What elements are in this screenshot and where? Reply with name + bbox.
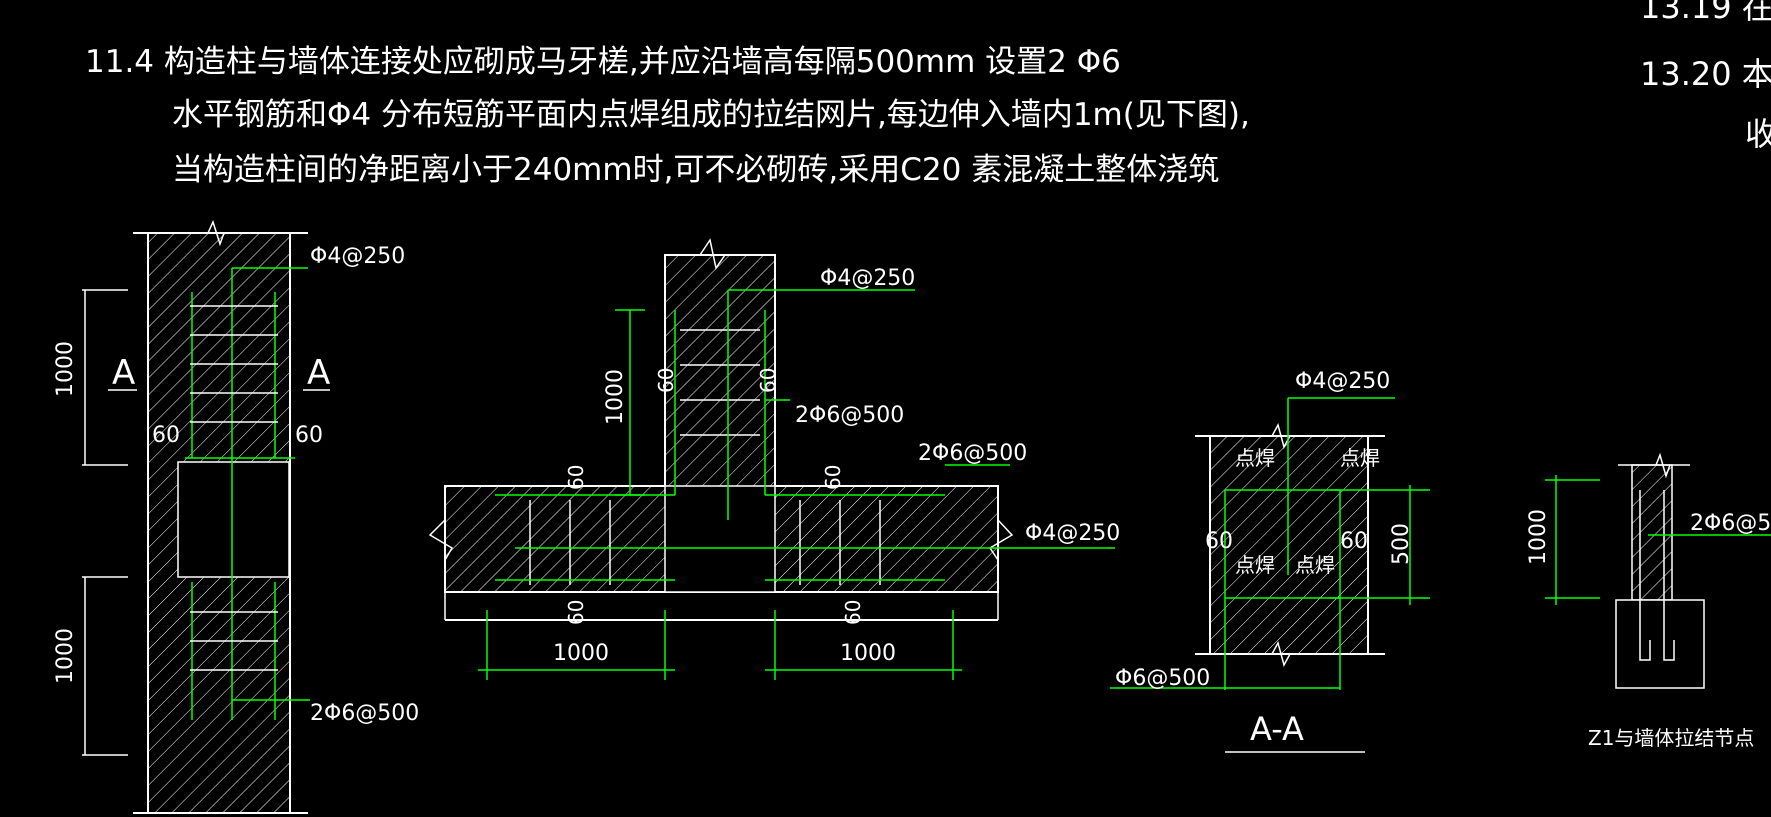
wall-junction-plan-diagram: Φ4@250 2Φ6@500 2Φ6@500 Φ4@250 1000 60 60…: [428, 238, 1120, 680]
note-line-3: 当构造柱间的净距离小于240mm时,可不必砌砖,采用C20 素混凝土整体浇筑: [172, 152, 1219, 188]
d2-offset-right-top: 60: [821, 465, 845, 490]
d2-rebar-right-label: 2Φ6@500: [918, 441, 1027, 466]
d4-node-title: Z1与墙体拉结节点: [1588, 726, 1754, 750]
d2-dim-vertical: 1000: [603, 369, 628, 425]
d3-weld-bottom-left: 点焊: [1235, 553, 1275, 577]
d2-offset-left-top: 60: [564, 465, 588, 490]
d1-offset-left: 60: [152, 423, 180, 448]
d2-offset-col-left: 60: [654, 368, 678, 393]
d1-rebar-top-label: Φ4@250: [310, 244, 405, 269]
d3-offset-left: 60: [1205, 529, 1233, 554]
d2-offset-col-right: 60: [756, 368, 780, 393]
d3-rebar-bottom-label: Φ6@500: [1115, 666, 1210, 691]
d3-weld-top-right: 点焊: [1340, 446, 1380, 470]
d4-dim-1000: 1000: [1526, 509, 1551, 565]
d1-dim-bottom: 1000: [53, 628, 78, 684]
d3-rebar-top-label: Φ4@250: [1295, 369, 1390, 394]
d3-section-title: A-A: [1250, 710, 1304, 748]
right-note-13-20-cont: 收: [1745, 115, 1771, 153]
note-line-2: 水平钢筋和Φ4 分布短筋平面内点焊组成的拉结网片,每边伸入墙内1m(见下图),: [172, 97, 1250, 133]
d1-offset-right: 60: [295, 423, 323, 448]
d2-offset-right-bottom: 60: [841, 600, 865, 625]
d1-rebar-bottom-label: 2Φ6@500: [310, 701, 419, 726]
d2-offset-left-bottom: 60: [564, 600, 588, 625]
d1-section-mark-right: A: [307, 353, 330, 393]
right-note-13-20: 13.20 本: [1640, 55, 1771, 93]
wall-elevation-diagram: Φ4@250 2Φ6@500 A A 60 60 1000 1000: [53, 219, 419, 814]
right-note-13-19: 13.19 在: [1640, 0, 1771, 26]
d2-dim-right: 1000: [840, 641, 896, 666]
d1-section-mark-left: A: [112, 353, 135, 393]
section-a-a-diagram: Φ4@250 点焊 点焊 点焊 点焊 60 60 500 Φ6@500 A-A: [1110, 369, 1430, 753]
d1-dim-top: 1000: [53, 341, 78, 397]
construction-notes: 11.4 构造柱与墙体连接处应砌成马牙槎,并应沿墙高每隔500mm 设置2 Φ6…: [85, 44, 1250, 188]
d4-rebar-label: 2Φ6@50: [1690, 511, 1771, 536]
d2-dim-left: 1000: [553, 641, 609, 666]
note-line-1: 11.4 构造柱与墙体连接处应砌成马牙槎,并应沿墙高每隔500mm 设置2 Φ6: [85, 44, 1121, 80]
d3-weld-bottom-right: 点焊: [1295, 553, 1335, 577]
z1-wall-tie-node-diagram: 1000 2Φ6@50 Z1与墙体拉结节点: [1526, 452, 1771, 750]
right-edge-notes: 13.19 在 13.20 本 收: [1640, 0, 1771, 153]
d2-rebar-horizontal-label: Φ4@250: [1025, 521, 1120, 546]
d2-rebar-mid-label: 2Φ6@500: [795, 403, 904, 428]
d3-dim-500: 500: [1389, 523, 1414, 565]
d2-rebar-top-label: Φ4@250: [820, 266, 915, 291]
d3-weld-top-left: 点焊: [1235, 446, 1275, 470]
d3-offset-right: 60: [1340, 529, 1368, 554]
